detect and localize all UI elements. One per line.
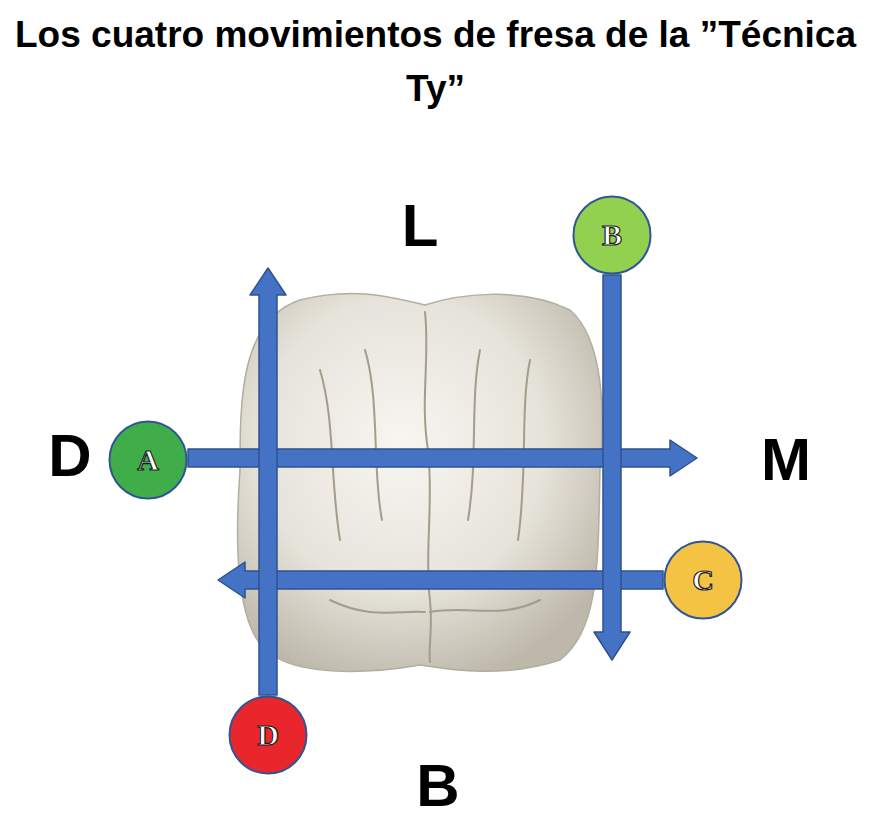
circle-fill xyxy=(230,697,307,774)
fissures xyxy=(320,312,540,662)
central-fissure xyxy=(425,312,431,662)
fissure xyxy=(468,350,480,520)
step-circle: C xyxy=(663,540,743,620)
circle-fill xyxy=(110,422,187,499)
direction-letter: M xyxy=(761,430,811,490)
step-circle: B xyxy=(572,195,652,275)
title: Los cuatro movimientos de fresa de la ”T… xyxy=(5,8,866,116)
bur-arrows xyxy=(188,268,697,695)
arrow-d xyxy=(250,268,286,695)
direction-letter: D xyxy=(48,426,91,486)
step-letter: B xyxy=(602,220,622,250)
molar-crown xyxy=(238,294,603,672)
arrow-c xyxy=(218,562,663,598)
step-circle: D xyxy=(228,695,308,775)
step-circle: A xyxy=(108,420,188,500)
direction-letter: L xyxy=(402,196,439,256)
step-letter: A xyxy=(137,445,159,475)
fissure xyxy=(365,350,382,520)
direction-letter: B xyxy=(416,756,459,816)
arrow-b xyxy=(594,275,630,660)
step-letter: C xyxy=(692,565,714,595)
fissure xyxy=(430,600,540,612)
fissure xyxy=(330,600,425,613)
step-letter: D xyxy=(257,720,279,750)
circle-fill xyxy=(574,197,651,274)
circle-fill xyxy=(665,542,742,619)
